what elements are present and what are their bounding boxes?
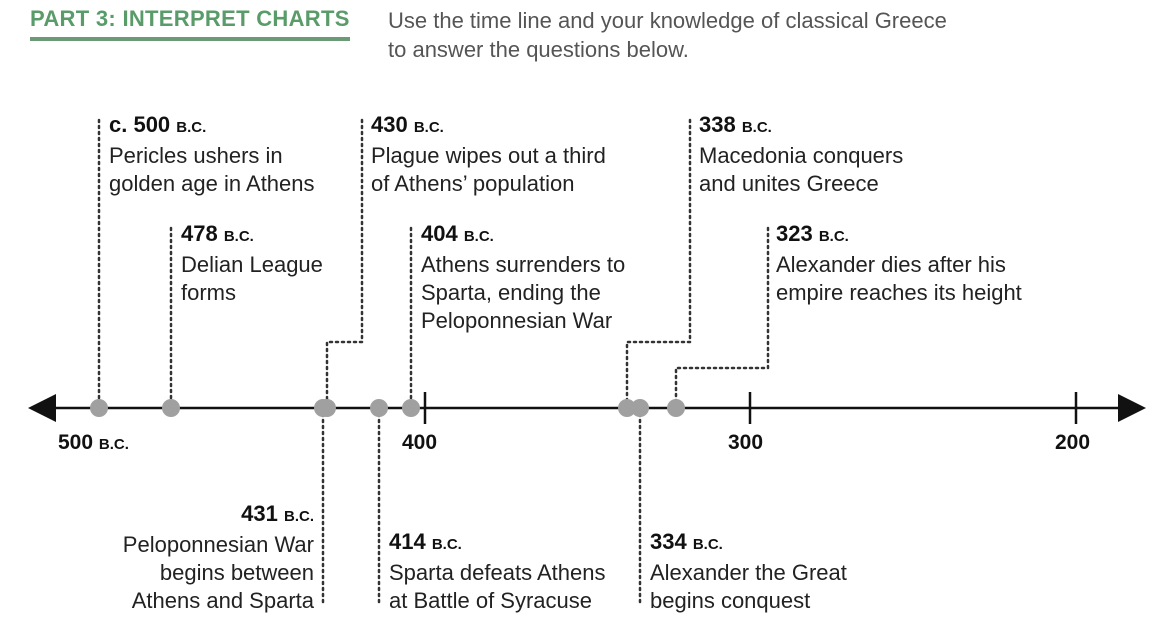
- event-414: 414 B.C. Sparta defeats Athens at Battle…: [389, 528, 606, 615]
- connector-430: [325, 118, 364, 404]
- event-dot-338: [618, 399, 636, 417]
- event-431: 431 B.C. Peloponnesian War begins betwee…: [123, 500, 314, 615]
- event-date-year: 414: [389, 529, 426, 554]
- event-description: of Athens’ population: [371, 171, 575, 196]
- instructions: Use the time line and your knowledge of …: [388, 8, 947, 62]
- event-478: 478 B.C. Delian League forms: [181, 220, 323, 307]
- event-description: Peloponnesian War: [421, 308, 613, 333]
- event-date: 430 B.C.: [371, 111, 606, 142]
- connector-323: [674, 226, 770, 404]
- event-dot-500: [90, 399, 108, 417]
- event-description: golden age in Athens: [109, 171, 315, 196]
- connector-338: [625, 118, 692, 404]
- event-404: 404 B.C. Athens surrenders to Sparta, en…: [421, 220, 625, 335]
- page-title: PART 3: INTERPRET CHARTS: [30, 6, 350, 41]
- event-date-year: 323: [776, 221, 813, 246]
- tick-label-300: 300: [728, 431, 764, 454]
- event-description: Macedonia conquers: [699, 143, 904, 168]
- tick-label-400: 400: [402, 431, 438, 454]
- event-500: c. 500 B.C. Pericles ushers in golden ag…: [109, 111, 315, 198]
- event-dot-323: [667, 399, 685, 417]
- event-date: 338 B.C.: [699, 111, 903, 142]
- event-date-year: 478: [181, 221, 218, 246]
- event-date-era: B.C.: [284, 508, 314, 525]
- tick-label-500-era: B.C.: [98, 436, 129, 453]
- event-dot-430: [318, 399, 336, 417]
- event-date: 334 B.C.: [650, 528, 847, 559]
- event-date-era: B.C.: [692, 536, 723, 553]
- event-dot-404: [402, 399, 420, 417]
- event-dot-478: [162, 399, 180, 417]
- event-description: Athens surrenders to: [421, 252, 626, 277]
- event-description: Sparta, ending the: [421, 280, 601, 305]
- event-date-era: B.C.: [176, 119, 207, 136]
- event-description: Alexander dies after his: [776, 252, 1006, 277]
- event-description: begins conquest: [650, 588, 811, 613]
- event-description: begins between: [159, 560, 314, 585]
- event-date: 404 B.C.: [421, 220, 625, 251]
- event-description: Peloponnesian War: [122, 532, 314, 557]
- event-description: Delian League: [181, 252, 323, 277]
- event-date-era: B.C.: [413, 119, 444, 136]
- event-430: 430 B.C. Plague wipes out a third of Ath…: [371, 111, 606, 198]
- event-date-year: 404: [421, 221, 458, 246]
- tick-label-500-year: 500: [58, 431, 94, 454]
- event-date-era: B.C.: [431, 536, 462, 553]
- event-date-era: B.C.: [741, 119, 772, 136]
- event-description: Plague wipes out a third: [371, 143, 606, 168]
- event-date-era: B.C.: [463, 228, 494, 245]
- event-dot-414: [370, 399, 388, 417]
- event-description: forms: [181, 280, 236, 305]
- event-date: 431 B.C.: [123, 500, 314, 531]
- event-date-year: c. 500: [109, 112, 171, 137]
- event-334: 334 B.C. Alexander the Great begins conq…: [650, 528, 847, 615]
- event-323: 323 B.C. Alexander dies after his empire…: [776, 220, 1022, 307]
- tick-label-200: 200: [1055, 431, 1091, 454]
- event-description: Sparta defeats Athens: [389, 560, 606, 585]
- event-description: Pericles ushers in: [109, 143, 283, 168]
- event-338: 338 B.C. Macedonia conquers and unites G…: [699, 111, 903, 198]
- event-date: c. 500 B.C.: [109, 111, 315, 142]
- event-date: 478 B.C.: [181, 220, 323, 251]
- arrow-right-icon: [1118, 394, 1146, 422]
- event-date-era: B.C.: [818, 228, 849, 245]
- arrow-left-icon: [28, 394, 56, 422]
- event-description: and unites Greece: [699, 171, 879, 196]
- event-description: at Battle of Syracuse: [389, 588, 592, 613]
- event-date-year: 430: [371, 112, 408, 137]
- event-dot-334: [631, 399, 649, 417]
- event-date: 323 B.C.: [776, 220, 1022, 251]
- event-date-year: 338: [699, 112, 736, 137]
- event-date-year: 334: [650, 529, 687, 554]
- event-description: empire reaches its height: [776, 280, 1022, 305]
- event-description: Alexander the Great: [650, 560, 847, 585]
- event-date: 414 B.C.: [389, 528, 606, 559]
- event-date-year: 431: [241, 501, 278, 526]
- tick-label-500: 500 B.C.: [58, 431, 129, 455]
- event-description: Athens and Sparta: [131, 588, 314, 613]
- event-date-era: B.C.: [223, 228, 254, 245]
